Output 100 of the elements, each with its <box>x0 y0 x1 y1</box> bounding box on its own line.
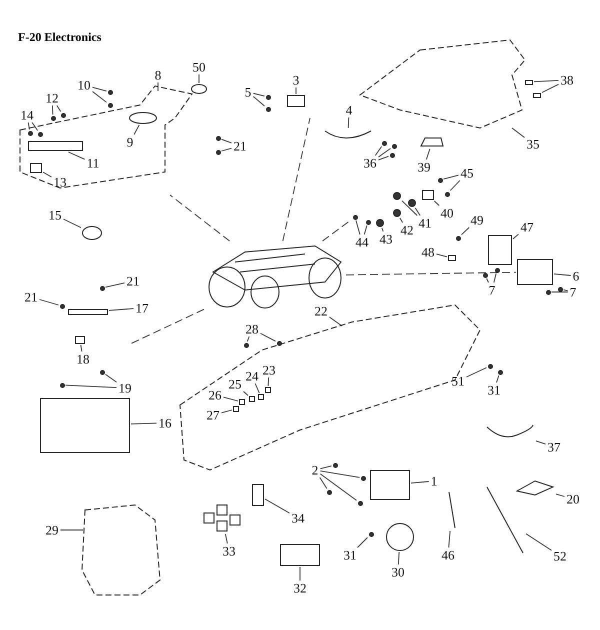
leader-line <box>28 122 30 130</box>
callout-number: 32 <box>292 582 308 594</box>
leader-line <box>80 344 82 352</box>
leader-line <box>329 316 342 326</box>
leader-line <box>221 138 232 144</box>
callout-number: 5 <box>244 86 252 98</box>
wire-end-drawing <box>525 80 533 84</box>
leader-line <box>448 530 451 548</box>
leader-line <box>554 273 572 276</box>
screw-drawing <box>60 304 64 308</box>
screw-drawing <box>276 340 282 346</box>
leader-line <box>246 336 250 342</box>
screw-drawing <box>28 130 32 136</box>
washer-drawing <box>393 209 401 217</box>
leader-line <box>63 218 82 228</box>
regulator-drawing <box>517 259 553 285</box>
screw-drawing <box>216 150 220 154</box>
callout-number: 37 <box>546 440 562 454</box>
screw-drawing <box>244 342 248 348</box>
dashed-line <box>170 194 230 242</box>
sensor-drawing <box>82 226 102 240</box>
screw-drawing <box>546 290 550 294</box>
callout-number: 2 <box>310 464 320 476</box>
callout-number: 51 <box>450 374 466 388</box>
leader-line <box>32 122 38 131</box>
fuse-drawing <box>258 394 264 400</box>
cable-tie-drawing <box>485 485 525 555</box>
callout-number: 17 <box>134 302 150 314</box>
screw-drawing <box>100 286 104 290</box>
screw-drawing <box>100 370 104 374</box>
leader-line <box>461 227 470 236</box>
horn-drawing <box>386 523 414 551</box>
callout-number: 21 <box>126 274 140 288</box>
screw-drawing <box>332 462 338 468</box>
callout-number: 50 <box>192 60 206 74</box>
switch-drawing <box>422 190 434 200</box>
leader-line <box>243 391 248 396</box>
leader-line <box>436 254 448 258</box>
callout-number: 44 <box>354 236 370 248</box>
leader-line <box>223 396 238 402</box>
grommet-drawing <box>191 84 207 94</box>
screw-drawing <box>366 220 370 224</box>
callout-number: 7 <box>568 286 578 298</box>
leader-line <box>378 148 391 158</box>
callout-number: 47 <box>520 220 534 234</box>
cdi-unit-drawing <box>280 544 320 566</box>
leader-line <box>496 375 500 383</box>
leader-line <box>542 84 559 93</box>
screw-drawing <box>368 532 374 536</box>
leader-line <box>130 422 157 424</box>
callout-number: 11 <box>86 156 100 170</box>
screw-drawing <box>266 94 270 100</box>
leader-line <box>348 117 350 128</box>
screw-drawing <box>488 364 492 368</box>
relay-drawing <box>202 503 242 533</box>
leader-line <box>198 74 200 84</box>
screw-drawing <box>108 102 112 108</box>
callout-number: 21 <box>24 290 38 304</box>
callout-number: 49 <box>470 214 484 226</box>
leader-line <box>260 332 276 342</box>
dashed-line <box>346 272 516 276</box>
leader-line <box>42 172 52 178</box>
callout-number: 43 <box>378 232 394 246</box>
callout-number: 16 <box>158 416 172 430</box>
callout-number: 1 <box>430 474 438 488</box>
leader-line <box>108 308 134 311</box>
callout-number: 48 <box>420 246 436 258</box>
washer-drawing <box>408 199 416 207</box>
leader-line <box>264 498 290 514</box>
callout-number: 7 <box>488 284 496 296</box>
callout-number: 28 <box>244 322 260 336</box>
callout-number: 30 <box>390 566 406 578</box>
leader-line <box>39 299 59 306</box>
screw-drawing <box>60 112 66 118</box>
screw-drawing <box>382 140 386 146</box>
washer-drawing <box>376 219 384 227</box>
callout-number: 12 <box>44 92 60 104</box>
callout-number: 39 <box>416 160 432 174</box>
leader-line <box>252 96 265 106</box>
screw-drawing <box>392 144 396 148</box>
leader-line <box>56 105 62 112</box>
washer-drawing <box>393 192 401 200</box>
screw-drawing <box>326 490 332 494</box>
callout-number: 41 <box>418 216 432 230</box>
bracket-drawing <box>488 235 512 265</box>
leader-line <box>105 374 117 383</box>
screw-drawing <box>494 268 500 272</box>
dashed-line <box>282 118 310 242</box>
leader-line <box>556 494 565 497</box>
leader-line <box>356 220 360 235</box>
leader-line <box>426 148 430 160</box>
leader-line <box>378 156 389 160</box>
screw-drawing <box>456 236 460 240</box>
fuse-drawing <box>249 396 255 402</box>
screw-drawing <box>498 370 502 374</box>
leader-line <box>410 481 430 484</box>
screw-drawing <box>482 272 488 278</box>
leader-line <box>65 384 117 388</box>
callout-number: 42 <box>400 224 414 236</box>
leader-line <box>92 86 107 92</box>
